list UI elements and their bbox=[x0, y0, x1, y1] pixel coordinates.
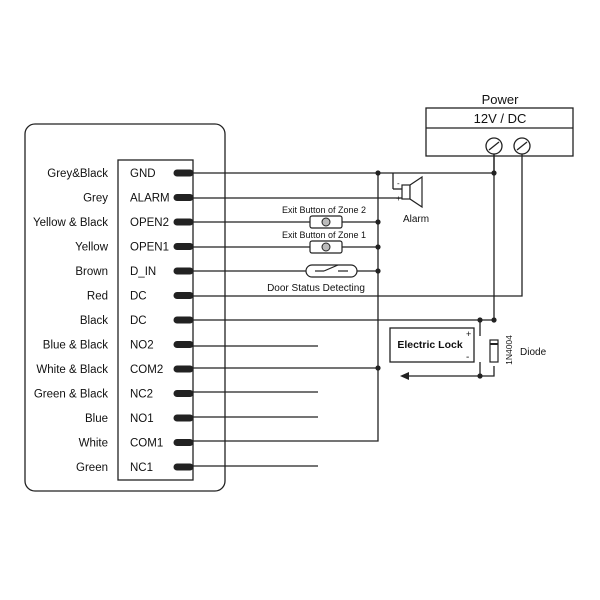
pin-label: NC1 bbox=[130, 462, 153, 474]
wire-color-label: Black bbox=[80, 315, 108, 327]
wire-color-label: White & Black bbox=[36, 364, 108, 376]
junction-dots bbox=[375, 170, 497, 379]
power-voltage: 12V / DC bbox=[474, 111, 527, 126]
terminal-row: Black DC bbox=[80, 315, 194, 327]
svg-text:-: - bbox=[397, 179, 400, 188]
door-status-switch-icon bbox=[305, 264, 358, 278]
terminal-row: White COM1 bbox=[79, 438, 194, 450]
pin-label: GND bbox=[130, 168, 156, 180]
exit-button-1-label: Exit Button of Zone 1 bbox=[282, 230, 366, 240]
terminal-row: Grey&Black GND bbox=[47, 168, 194, 180]
wire-color-label: Blue & Black bbox=[43, 340, 108, 352]
pin-label: NO2 bbox=[130, 340, 154, 352]
exit-button-2-label: Exit Button of Zone 2 bbox=[282, 205, 366, 215]
pin-label: DC bbox=[130, 291, 147, 303]
pin-label: D_IN bbox=[130, 266, 156, 278]
electric-lock-label: Electric Lock bbox=[397, 339, 463, 351]
wire-color-label: Blue bbox=[85, 413, 108, 425]
pin-label: COM2 bbox=[130, 364, 163, 376]
wire-diode-return bbox=[480, 366, 495, 377]
terminal-row: Blue & Black NO2 bbox=[43, 340, 194, 352]
door-status-label: Door Status Detecting bbox=[267, 283, 365, 294]
alarm-siren-icon: - + bbox=[396, 175, 423, 209]
wire-color-label: Brown bbox=[75, 266, 108, 278]
terminal-row: Brown D_IN bbox=[75, 266, 194, 278]
wires bbox=[190, 154, 523, 467]
terminal-row: White & Black COM2 bbox=[36, 364, 194, 376]
wire-color-label: Green & Black bbox=[34, 389, 108, 401]
pin-label: DC bbox=[130, 315, 147, 327]
wire-lock-minus bbox=[408, 362, 481, 377]
lock-minus-sign: - bbox=[466, 352, 469, 363]
exit-button-1-icon bbox=[309, 240, 343, 254]
pin-label: ALARM bbox=[130, 193, 170, 205]
alarm-label: Alarm bbox=[403, 214, 429, 225]
wire-dc-positive bbox=[190, 154, 523, 297]
diode-icon bbox=[489, 339, 499, 363]
power-terminal-positive bbox=[513, 137, 531, 155]
wire-color-label: Grey&Black bbox=[47, 168, 108, 180]
power-title: Power bbox=[482, 92, 520, 107]
electric-lock-box bbox=[389, 327, 475, 363]
lock-plus-sign: + bbox=[466, 329, 471, 339]
svg-text:+: + bbox=[396, 194, 401, 203]
wire-gnd-com1 bbox=[190, 172, 379, 442]
wire-color-label: Green bbox=[76, 462, 108, 474]
pin-label: OPEN2 bbox=[130, 217, 169, 229]
pin-label: NC2 bbox=[130, 389, 153, 401]
power-terminal-negative bbox=[485, 137, 503, 155]
terminal-row: Blue NO1 bbox=[85, 413, 194, 425]
return-arrow-icon bbox=[400, 372, 409, 380]
pin-label: COM1 bbox=[130, 438, 163, 450]
diode-label: Diode bbox=[520, 347, 547, 358]
wire-color-label: White bbox=[79, 438, 108, 450]
wire-color-label: Red bbox=[87, 291, 108, 303]
pin-label: NO1 bbox=[130, 413, 154, 425]
wire-gnd-power-negative bbox=[378, 154, 495, 174]
terminal-row: Green NC1 bbox=[76, 462, 194, 474]
terminal-row: Yellow & Black OPEN2 bbox=[33, 217, 194, 229]
wire-color-label: Yellow bbox=[75, 242, 109, 254]
wire-color-label: Yellow & Black bbox=[33, 217, 108, 229]
terminal-row: Red DC bbox=[87, 291, 194, 303]
terminal-row: Grey ALARM bbox=[83, 193, 194, 205]
terminal-row: Green & Black NC2 bbox=[34, 389, 194, 401]
pin-label: OPEN1 bbox=[130, 242, 169, 254]
terminal-row: Yellow OPEN1 bbox=[75, 242, 194, 254]
wire-color-label: Grey bbox=[83, 193, 108, 205]
exit-button-2-icon bbox=[309, 215, 343, 229]
diode-part-label: 1N4004 bbox=[504, 335, 514, 365]
